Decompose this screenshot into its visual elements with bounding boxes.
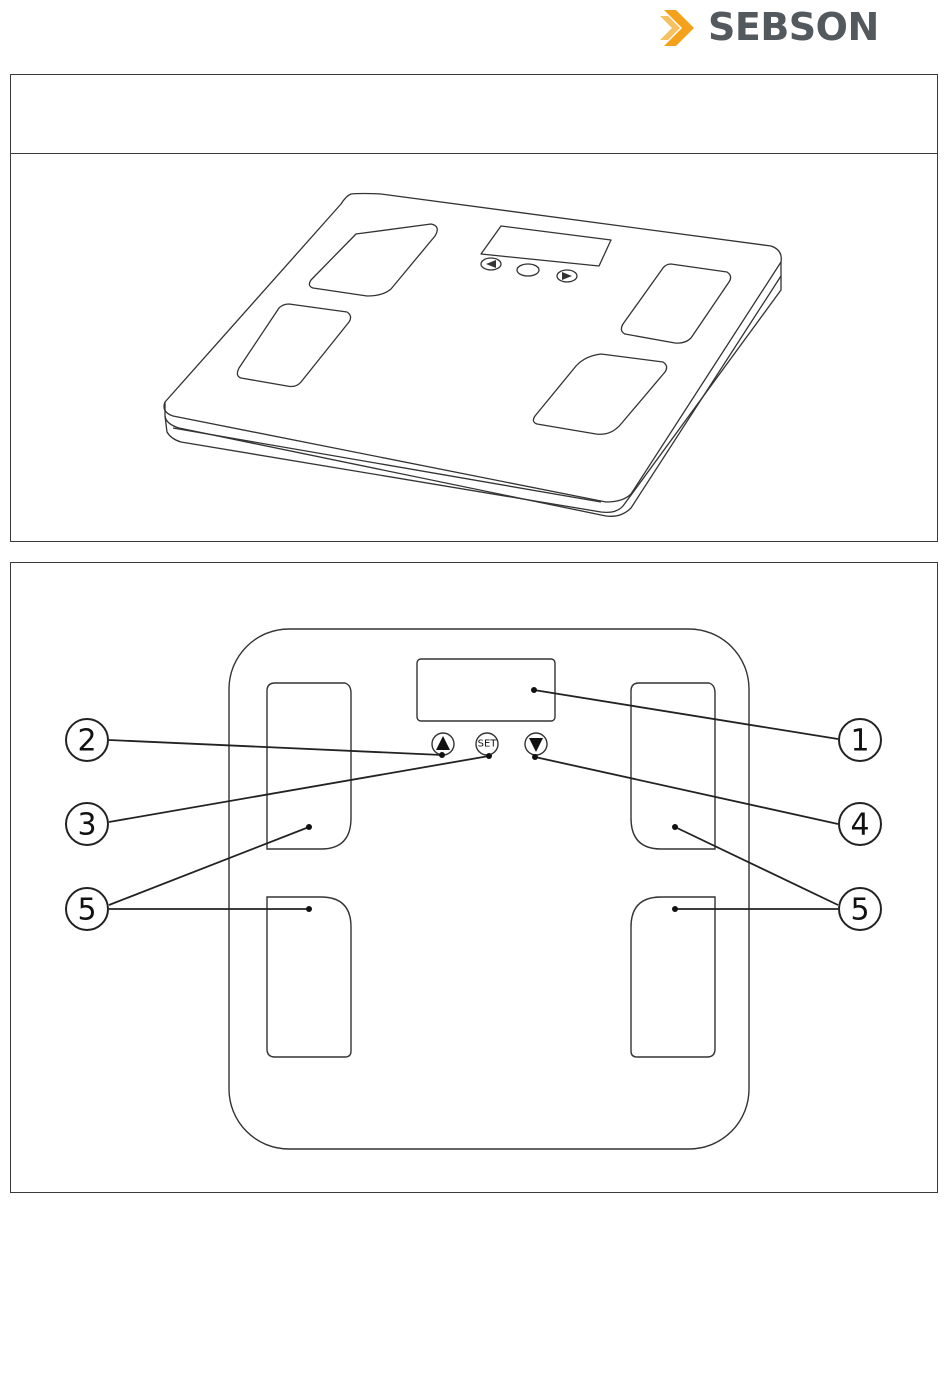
brand-name: SEBSON bbox=[708, 4, 879, 50]
pad-back-left bbox=[309, 224, 437, 296]
pad-left-bottom bbox=[267, 897, 351, 1057]
leader-4 bbox=[535, 757, 838, 824]
pad-back-right bbox=[621, 264, 730, 343]
scale-top-surface bbox=[164, 194, 781, 503]
down-button bbox=[525, 733, 547, 755]
up-button bbox=[432, 733, 454, 755]
scale-front-edge bbox=[165, 262, 781, 516]
display-window bbox=[481, 226, 611, 266]
callout-label-1: 1 bbox=[850, 724, 869, 759]
leader-1 bbox=[534, 690, 838, 739]
set-button-label: SET bbox=[478, 739, 498, 750]
brand-logo: SEBSON bbox=[660, 4, 900, 50]
scale-perspective-illustration bbox=[11, 154, 939, 543]
scale-front-diagram: SET bbox=[11, 563, 939, 1194]
front-view-panel: SET bbox=[10, 562, 938, 1193]
callout-label-2: 2 bbox=[77, 724, 96, 759]
leader-5c bbox=[675, 827, 838, 905]
pad-front-right bbox=[533, 354, 666, 434]
leader-5a bbox=[109, 827, 309, 905]
scale-body bbox=[229, 629, 749, 1149]
perspective-view-panel bbox=[10, 153, 938, 542]
pad-front-left bbox=[237, 304, 350, 387]
leader-2 bbox=[109, 740, 442, 755]
callout-label-4: 4 bbox=[850, 808, 869, 843]
leader-3 bbox=[109, 756, 489, 822]
pad-right-bottom bbox=[631, 897, 715, 1057]
chevron-logo-icon bbox=[660, 8, 704, 48]
callout-label-3: 3 bbox=[77, 808, 96, 843]
callout-label-5-right: 5 bbox=[850, 893, 869, 928]
set-button: SET bbox=[476, 733, 498, 755]
header-frame bbox=[10, 74, 938, 154]
callout-label-5-left: 5 bbox=[77, 893, 96, 928]
button-set-3d bbox=[517, 264, 539, 276]
scale-base-edge bbox=[165, 276, 781, 512]
